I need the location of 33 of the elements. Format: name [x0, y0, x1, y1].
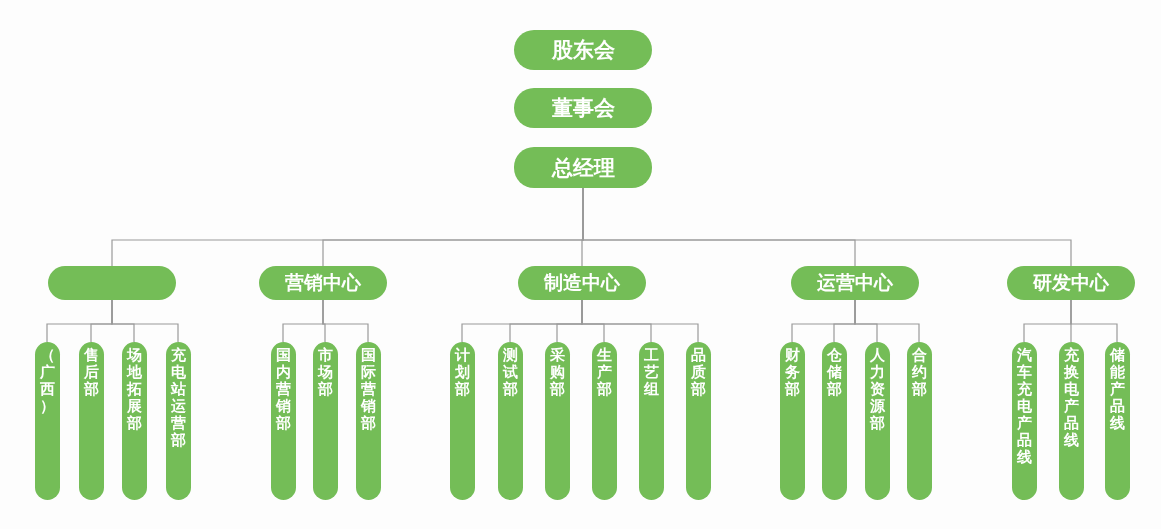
department-pill: 合约部: [906, 342, 932, 500]
connector-line: [111, 299, 179, 343]
governance-pill: 总经理: [514, 147, 652, 188]
connector-line: [581, 299, 699, 343]
department-pill: 汽车充电产品线: [1011, 342, 1037, 500]
center-pill: 制造中心: [518, 266, 646, 300]
connector-line: [854, 299, 920, 343]
department-pill: 售后部: [78, 342, 104, 500]
department-pill: 国际营销部: [355, 342, 381, 500]
department-pill: 储能产品线: [1104, 342, 1130, 500]
governance-pill: 股东会: [514, 30, 652, 70]
center-pill: 运营中心: [791, 266, 919, 300]
department-pill: 财务部: [779, 342, 805, 500]
department-pill: 人力资源部: [864, 342, 890, 500]
department-pill: 生产部: [591, 342, 617, 500]
department-pill: 工艺组: [638, 342, 664, 500]
department-pill: 充换电产品线: [1058, 342, 1084, 500]
center-pill: [48, 266, 176, 300]
department-pill: 充电站运营部: [165, 342, 191, 500]
department-pill: 品质部: [685, 342, 711, 500]
center-pill: 营销中心: [259, 266, 387, 300]
department-pill: （广西）: [34, 342, 60, 500]
department-pill: 国内营销部: [270, 342, 296, 500]
center-pill: 研发中心: [1007, 266, 1135, 300]
connector-line: [1070, 299, 1118, 343]
department-pill: 采购部: [544, 342, 570, 500]
department-pill: 仓储部: [821, 342, 847, 500]
department-pill: 测试部: [497, 342, 523, 500]
connector-line: [322, 299, 369, 343]
governance-pill: 董事会: [514, 88, 652, 128]
department-pill: 场地拓展部: [121, 342, 147, 500]
department-pill: 市场部: [312, 342, 338, 500]
department-pill: 计划部: [449, 342, 475, 500]
